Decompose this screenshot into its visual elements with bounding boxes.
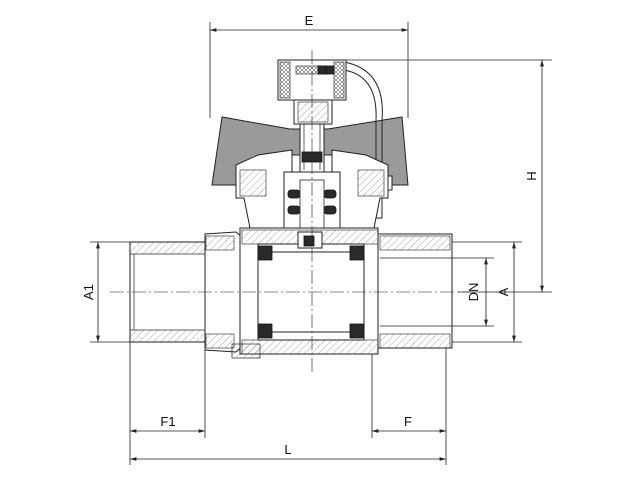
left-threaded-end: [129, 241, 211, 343]
dimension-label-A1: A1: [81, 284, 96, 300]
dimension-label-E: E: [305, 13, 314, 28]
handle-cap: [277, 59, 393, 219]
dimension-DN: DN: [452, 257, 494, 327]
dimension-F: F: [371, 348, 447, 465]
dimension-label-A: A: [496, 287, 511, 296]
dimension-label-L: L: [284, 442, 291, 457]
dimension-A1: A1: [81, 241, 130, 343]
valve-ball: [257, 231, 365, 341]
dimension-label-F: F: [404, 414, 412, 429]
dimension-label-DN: DN: [466, 283, 481, 302]
dimension-F1: F1: [129, 342, 206, 465]
dimension-label-F1: F1: [160, 414, 175, 429]
dimension-A: A: [452, 241, 522, 343]
dimension-H: H: [346, 59, 552, 293]
right-threaded-end: [377, 233, 453, 349]
dimension-L: L: [130, 442, 446, 461]
dimension-label-H: H: [524, 171, 539, 180]
dimension-E: E: [209, 13, 409, 118]
